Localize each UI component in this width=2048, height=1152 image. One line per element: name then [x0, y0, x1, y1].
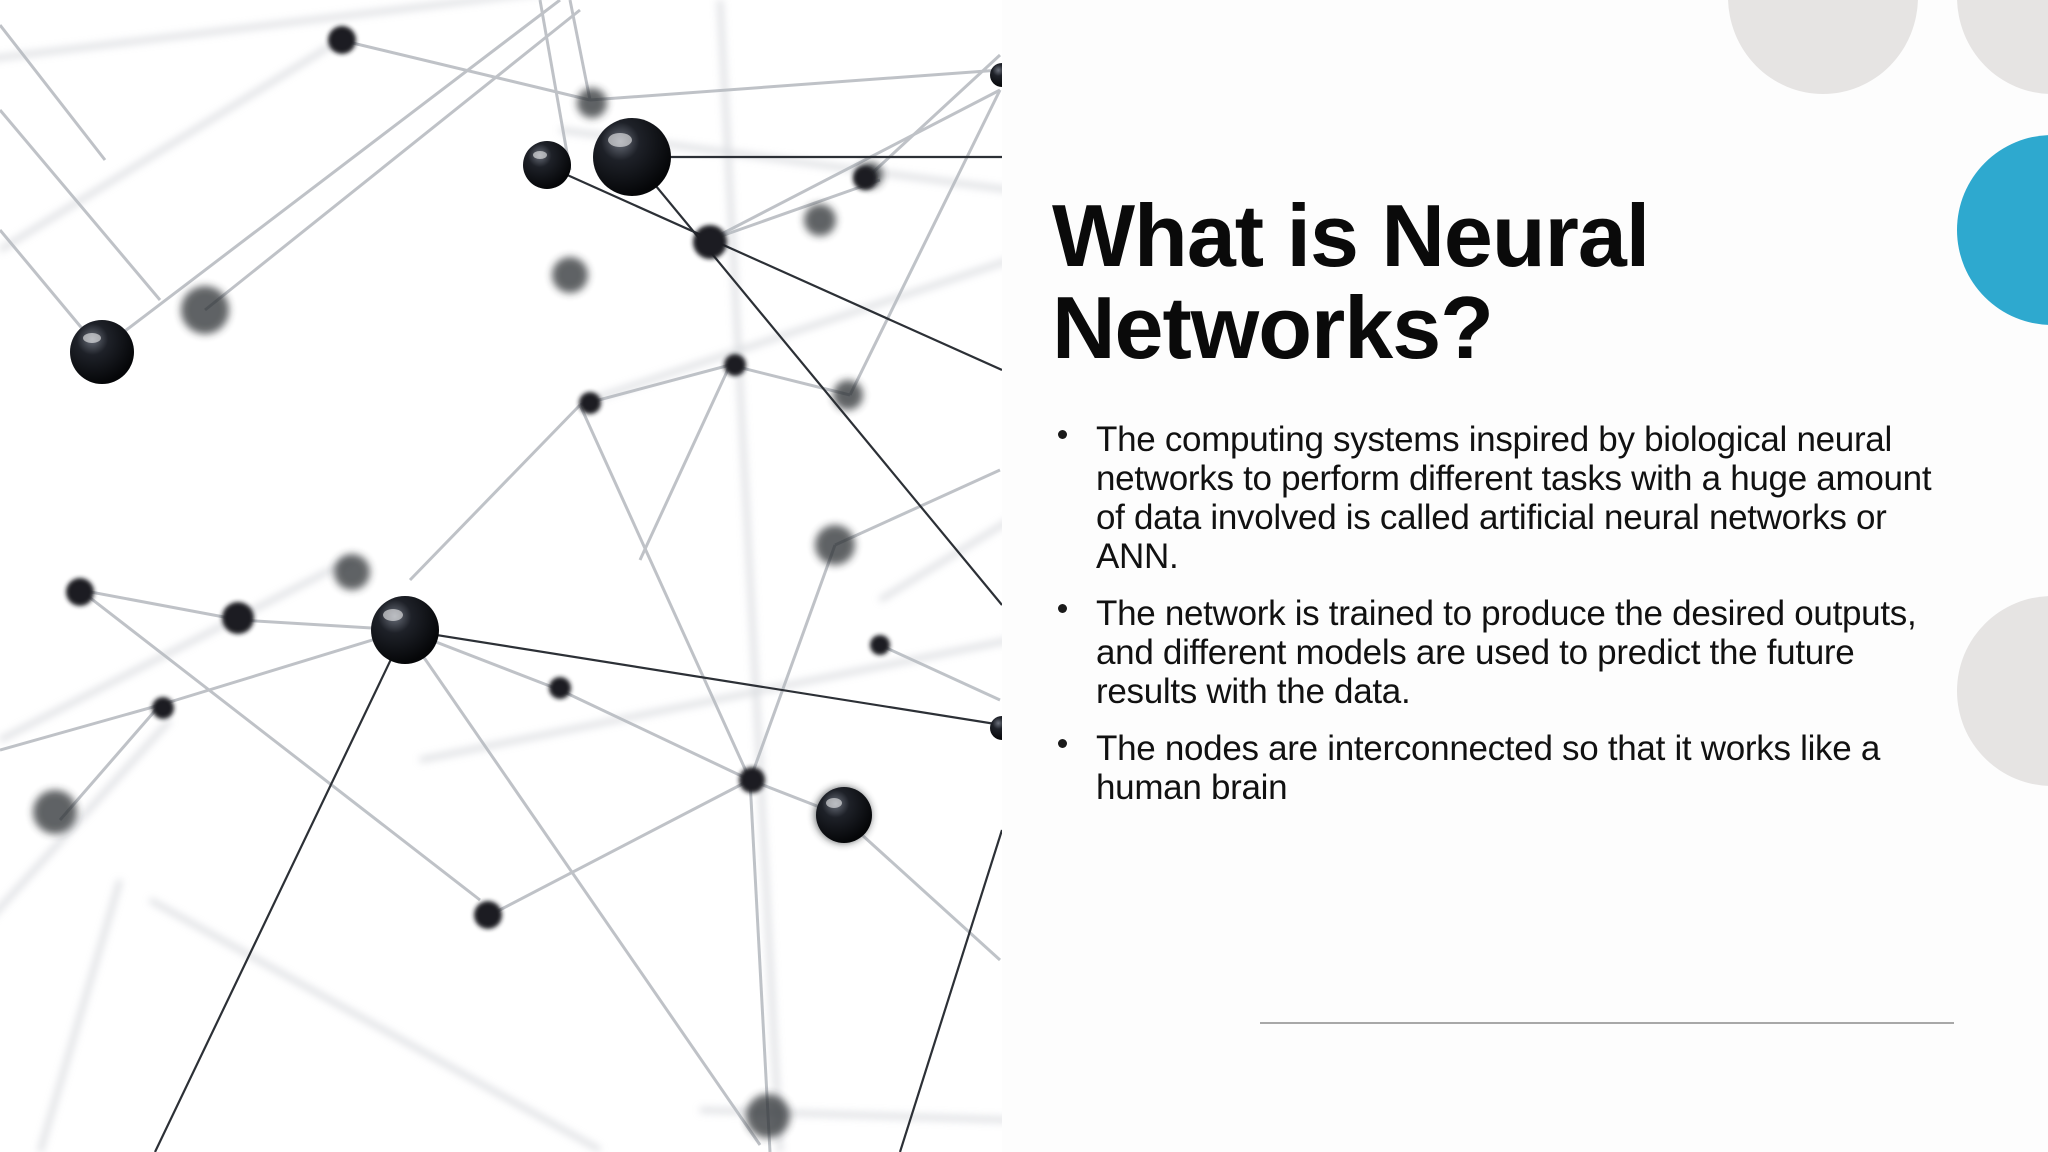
- bullet-list: The computing systems inspired by biolog…: [1052, 420, 1952, 825]
- slide-title: What is Neural Networks?: [1052, 186, 1650, 377]
- bullet-icon: [1058, 604, 1067, 613]
- bullet-text: The nodes are interconnected so that it …: [1096, 729, 1881, 807]
- bullet-text: The computing systems inspired by biolog…: [1096, 420, 1932, 576]
- decorative-circle-gray: [1957, 0, 2048, 94]
- bullet-item: The network is trained to produce the de…: [1052, 594, 1952, 711]
- decorative-circle-teal: [1957, 135, 2048, 325]
- neural-network-image: [0, 0, 1002, 1152]
- network-graphic: [0, 0, 1002, 1152]
- bullet-item: The computing systems inspired by biolog…: [1052, 420, 1952, 576]
- bullet-item: The nodes are interconnected so that it …: [1052, 729, 1952, 807]
- decorative-circle-gray: [1957, 596, 2048, 786]
- divider-line: [1260, 1022, 1954, 1024]
- decorative-circle-gray: [1728, 0, 1918, 94]
- bullet-text: The network is trained to produce the de…: [1096, 594, 1917, 711]
- bullet-icon: [1058, 430, 1067, 439]
- bullet-icon: [1058, 739, 1067, 748]
